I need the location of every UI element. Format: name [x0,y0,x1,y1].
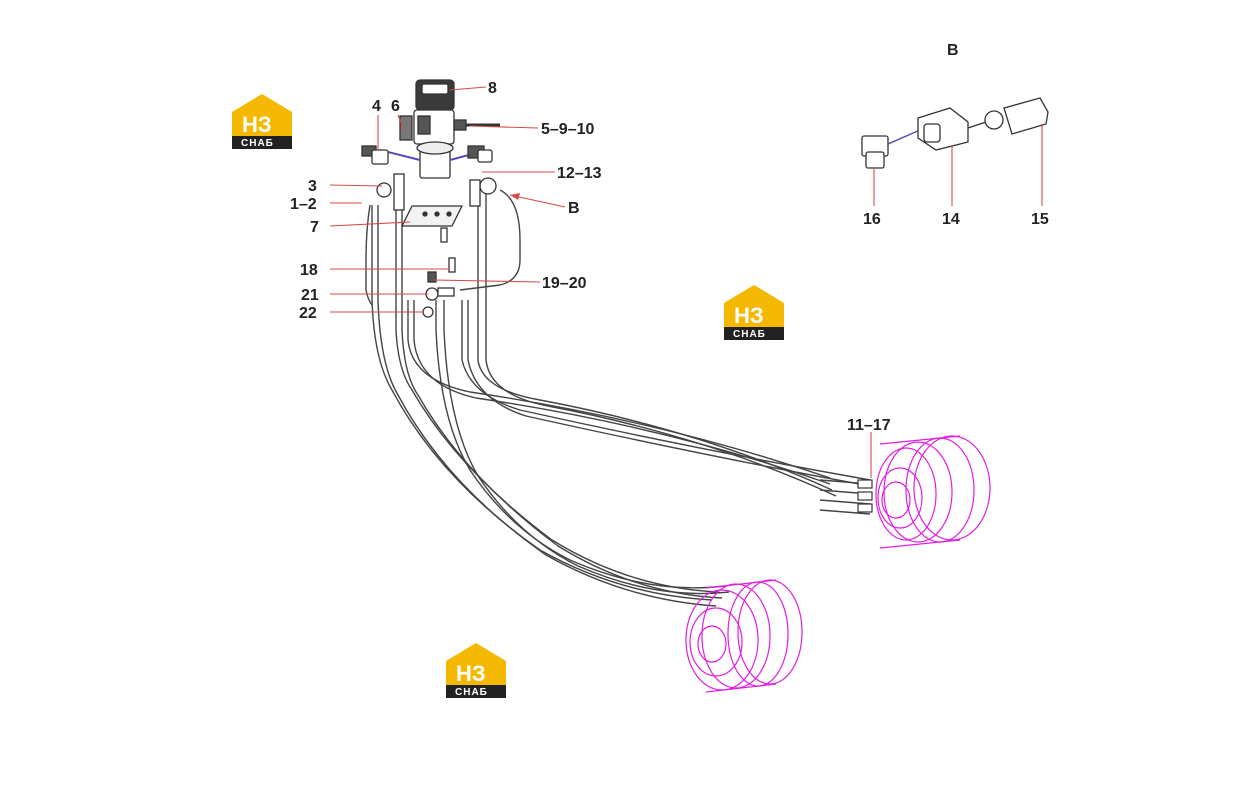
watermark-logo-center: НЗ СНАБ [724,285,784,340]
callout-4: 4 [372,98,381,115]
hose-bundle [365,189,871,607]
leader-arrow-b [510,193,520,200]
logo-mark-text: НЗ [456,661,486,686]
callout-22: 22 [299,305,317,322]
callout-b: B [568,200,580,217]
logo-mark-text: НЗ [242,112,272,137]
callout-11-17: 11–17 [847,417,891,434]
logo-caption-text: СНАБ [733,329,766,340]
callout-16: 16 [863,211,881,228]
callout-3: 3 [308,178,317,195]
callout-8: 8 [488,80,497,97]
watermark-logo-bottom: НЗ СНАБ [446,643,506,698]
callout-labels: 8 4 6 5–9–10 12–13 3 1–2 B 7 18 19–20 21… [290,80,1049,434]
leader-lines [329,86,1043,478]
callout-14: 14 [942,211,960,228]
watermark-logo-top-left: НЗ СНАБ [232,94,292,149]
callout-18: 18 [300,262,318,279]
travel-motor-left [685,579,803,693]
logo-caption-text: СНАБ [241,138,274,149]
callout-1-2: 1–2 [290,196,317,213]
motor-fittings-right [857,479,873,513]
callout-5-9-10: 5–9–10 [541,121,594,138]
travel-motor-right [875,435,991,549]
detail-b-title: B [947,42,959,59]
logo-caption-text: СНАБ [455,687,488,698]
callout-7: 7 [310,219,319,236]
callout-19-20: 19–20 [542,275,587,292]
detail-b-parts [861,97,1049,169]
logo-mark-text: НЗ [734,303,764,328]
callout-15: 15 [1031,211,1049,228]
callout-12-13: 12–13 [557,165,602,182]
callout-6: 6 [391,98,400,115]
callout-21: 21 [301,287,319,304]
swivel-joint-assembly [361,79,500,318]
